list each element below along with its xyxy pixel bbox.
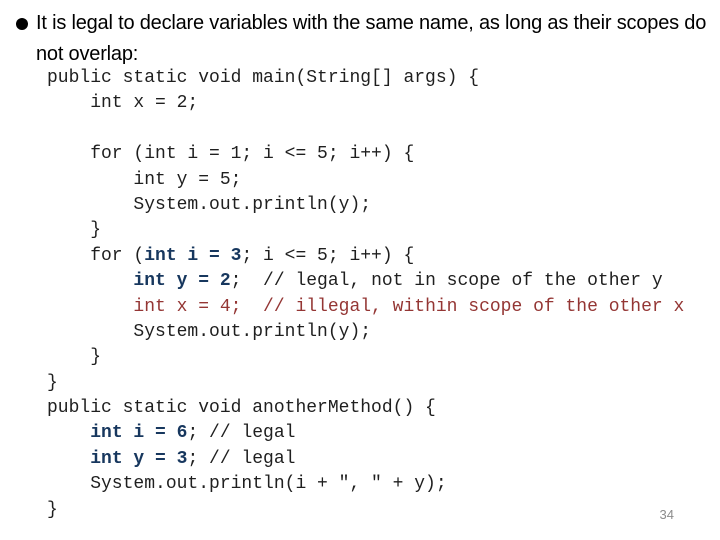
- code-line: System.out.println(y);: [47, 320, 684, 345]
- code-line: int x = 4; // illegal, within scope of t…: [47, 295, 684, 320]
- code-line: public static void main(String[] args) {: [47, 66, 684, 91]
- code-segment: public static void main(String[] args) {: [47, 68, 480, 88]
- code-segment: System.out.println(y);: [47, 321, 372, 342]
- code-segment: int y = 5;: [47, 169, 242, 190]
- code-segment: System.out.println(y);: [47, 194, 372, 215]
- code-line: for (int i = 1; i <= 5; i++) {: [47, 142, 684, 167]
- code-line: System.out.println(i + ", " + y);: [47, 472, 684, 497]
- code-segment: ; // legal, not in scope of the other y: [230, 271, 663, 292]
- code-segment: ; i <= 5; i++) {: [241, 245, 415, 266]
- bullet-icon: [16, 18, 28, 30]
- code-line: }: [47, 371, 684, 396]
- code-line: System.out.println(y);: [47, 193, 684, 218]
- code-segment: int x = 4; // illegal, within scope of t…: [133, 296, 685, 317]
- code-line: int y = 2; // legal, not in scope of the…: [47, 269, 684, 294]
- code-segment: System.out.println(i + ", " + y);: [47, 474, 447, 495]
- code-line: int i = 6; // legal: [47, 421, 684, 446]
- code-line: int x = 2;: [47, 91, 684, 116]
- code-segment: int y = 2: [133, 271, 231, 292]
- slide-title: It is legal to declare variables with th…: [36, 12, 707, 65]
- code-line: int y = 5;: [47, 168, 684, 193]
- code-segment: public static void anotherMethod() {: [47, 398, 436, 419]
- bullet-list-item: It is legal to declare variables with th…: [16, 8, 712, 70]
- code-segment: }: [47, 372, 58, 393]
- code-line: }: [47, 498, 684, 523]
- code-segment: [47, 449, 90, 469]
- code-segment: }: [47, 347, 102, 368]
- code-segment: int i = 3: [144, 245, 242, 266]
- code-line: [47, 117, 684, 142]
- code-segment: [47, 423, 90, 443]
- code-segment: [47, 297, 133, 317]
- code-line: public static void anotherMethod() {: [47, 396, 684, 421]
- code-line: int y = 3; // legal: [47, 447, 684, 472]
- code-segment: for (: [47, 245, 145, 266]
- code-segment: }: [47, 499, 58, 520]
- code-line: }: [47, 218, 684, 243]
- code-segment: for (int i = 1; i <= 5; i++) {: [47, 144, 415, 165]
- code-segment: ; // legal: [187, 423, 296, 444]
- code-block: public static void main(String[] args) {…: [47, 66, 684, 523]
- code-segment: [47, 271, 133, 291]
- code-segment: int x = 2;: [47, 93, 199, 114]
- code-segment: }: [47, 220, 102, 241]
- code-segment: int y = 3: [90, 448, 188, 469]
- code-line: }: [47, 345, 684, 370]
- page-number: 34: [659, 507, 674, 522]
- code-segment: ; // legal: [187, 448, 296, 469]
- code-segment: int i = 6: [90, 423, 188, 444]
- code-line: for (int i = 3; i <= 5; i++) {: [47, 244, 684, 269]
